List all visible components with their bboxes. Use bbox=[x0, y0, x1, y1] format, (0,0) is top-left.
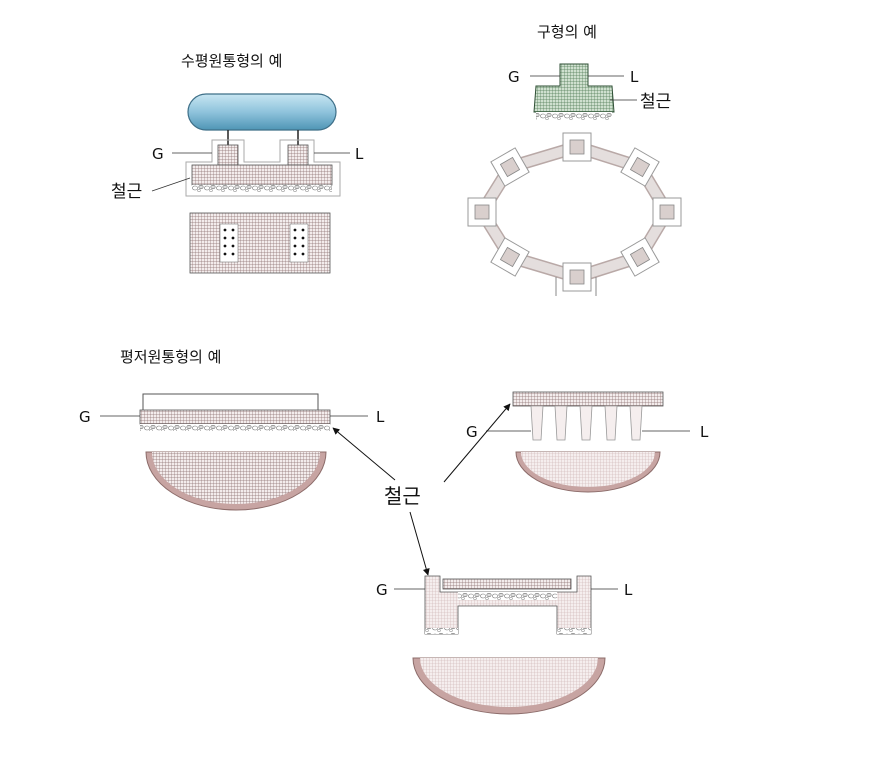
slab-foundation bbox=[139, 409, 331, 425]
rebar-arrow-to-pile-cap bbox=[443, 403, 511, 483]
ring-wall-gravel-right bbox=[557, 628, 591, 634]
pile-level-label: L bbox=[700, 423, 709, 441]
footing-slab bbox=[191, 164, 333, 186]
ring-wall-gravel-left bbox=[425, 628, 458, 634]
slab-foundation-type: G L bbox=[79, 393, 385, 511]
pedestal-left bbox=[217, 144, 239, 166]
sphere-gravel-bed bbox=[536, 112, 612, 120]
ring-ground-label: G bbox=[376, 581, 388, 599]
slab-level-label: L bbox=[376, 408, 385, 426]
ring-plan-view bbox=[420, 658, 598, 707]
sphere-rebar-label: 철근 bbox=[640, 92, 671, 112]
tank-wall-outline bbox=[142, 393, 319, 410]
gravel-bed bbox=[192, 185, 332, 193]
horizontal-cylinder-title: 수평원통형의 예 bbox=[181, 52, 282, 70]
footing-outline bbox=[185, 139, 341, 197]
sphere-footing-section bbox=[533, 63, 615, 113]
rebar-arrow-to-slab bbox=[332, 427, 396, 481]
flat-bottom-cylinder-title: 평저원통형의 예 bbox=[120, 348, 221, 366]
piles bbox=[530, 405, 643, 441]
horizontal-cylinder-example: 수평원통형의 예 G L 철근 bbox=[111, 52, 364, 274]
ring-level-label: L bbox=[624, 581, 633, 599]
rebar-callout-label: 철근 bbox=[384, 484, 421, 508]
footing-plan-view bbox=[189, 212, 331, 274]
pile-cap bbox=[512, 391, 664, 407]
flat-bottom-cylinder-example: 평저원통형의 예 G L G L bbox=[79, 348, 709, 715]
anchor-bolts-left bbox=[219, 223, 239, 263]
rebar-arrow-to-ring-wall bbox=[409, 511, 430, 576]
pedestal-right bbox=[287, 144, 309, 166]
pile-ground-label: G bbox=[466, 423, 478, 441]
pile-plan-view bbox=[521, 452, 655, 487]
anchor-bolts-right bbox=[289, 223, 309, 263]
sphere-ground-label: G bbox=[508, 68, 520, 86]
ring-wall-slab bbox=[442, 578, 572, 590]
level-label: L bbox=[355, 145, 364, 163]
spherical-title: 구형의 예 bbox=[537, 23, 597, 41]
column-footings bbox=[467, 132, 682, 292]
ring-wall-foundation-type: G L bbox=[376, 575, 633, 715]
slab-plan-view bbox=[152, 452, 320, 504]
spherical-example: 구형의 예 G L 철근 bbox=[467, 23, 682, 296]
slab-ground-label: G bbox=[79, 408, 91, 426]
sphere-level-label: L bbox=[630, 68, 639, 86]
pile-foundation-type: G L bbox=[466, 391, 709, 493]
horizontal-tank-body bbox=[187, 93, 337, 131]
slab-gravel-bed bbox=[140, 424, 330, 431]
ring-wall-gravel-bed bbox=[458, 592, 557, 600]
rebar-leader bbox=[151, 177, 191, 192]
rebar-label: 철근 bbox=[111, 182, 142, 202]
ground-label: G bbox=[152, 145, 164, 163]
